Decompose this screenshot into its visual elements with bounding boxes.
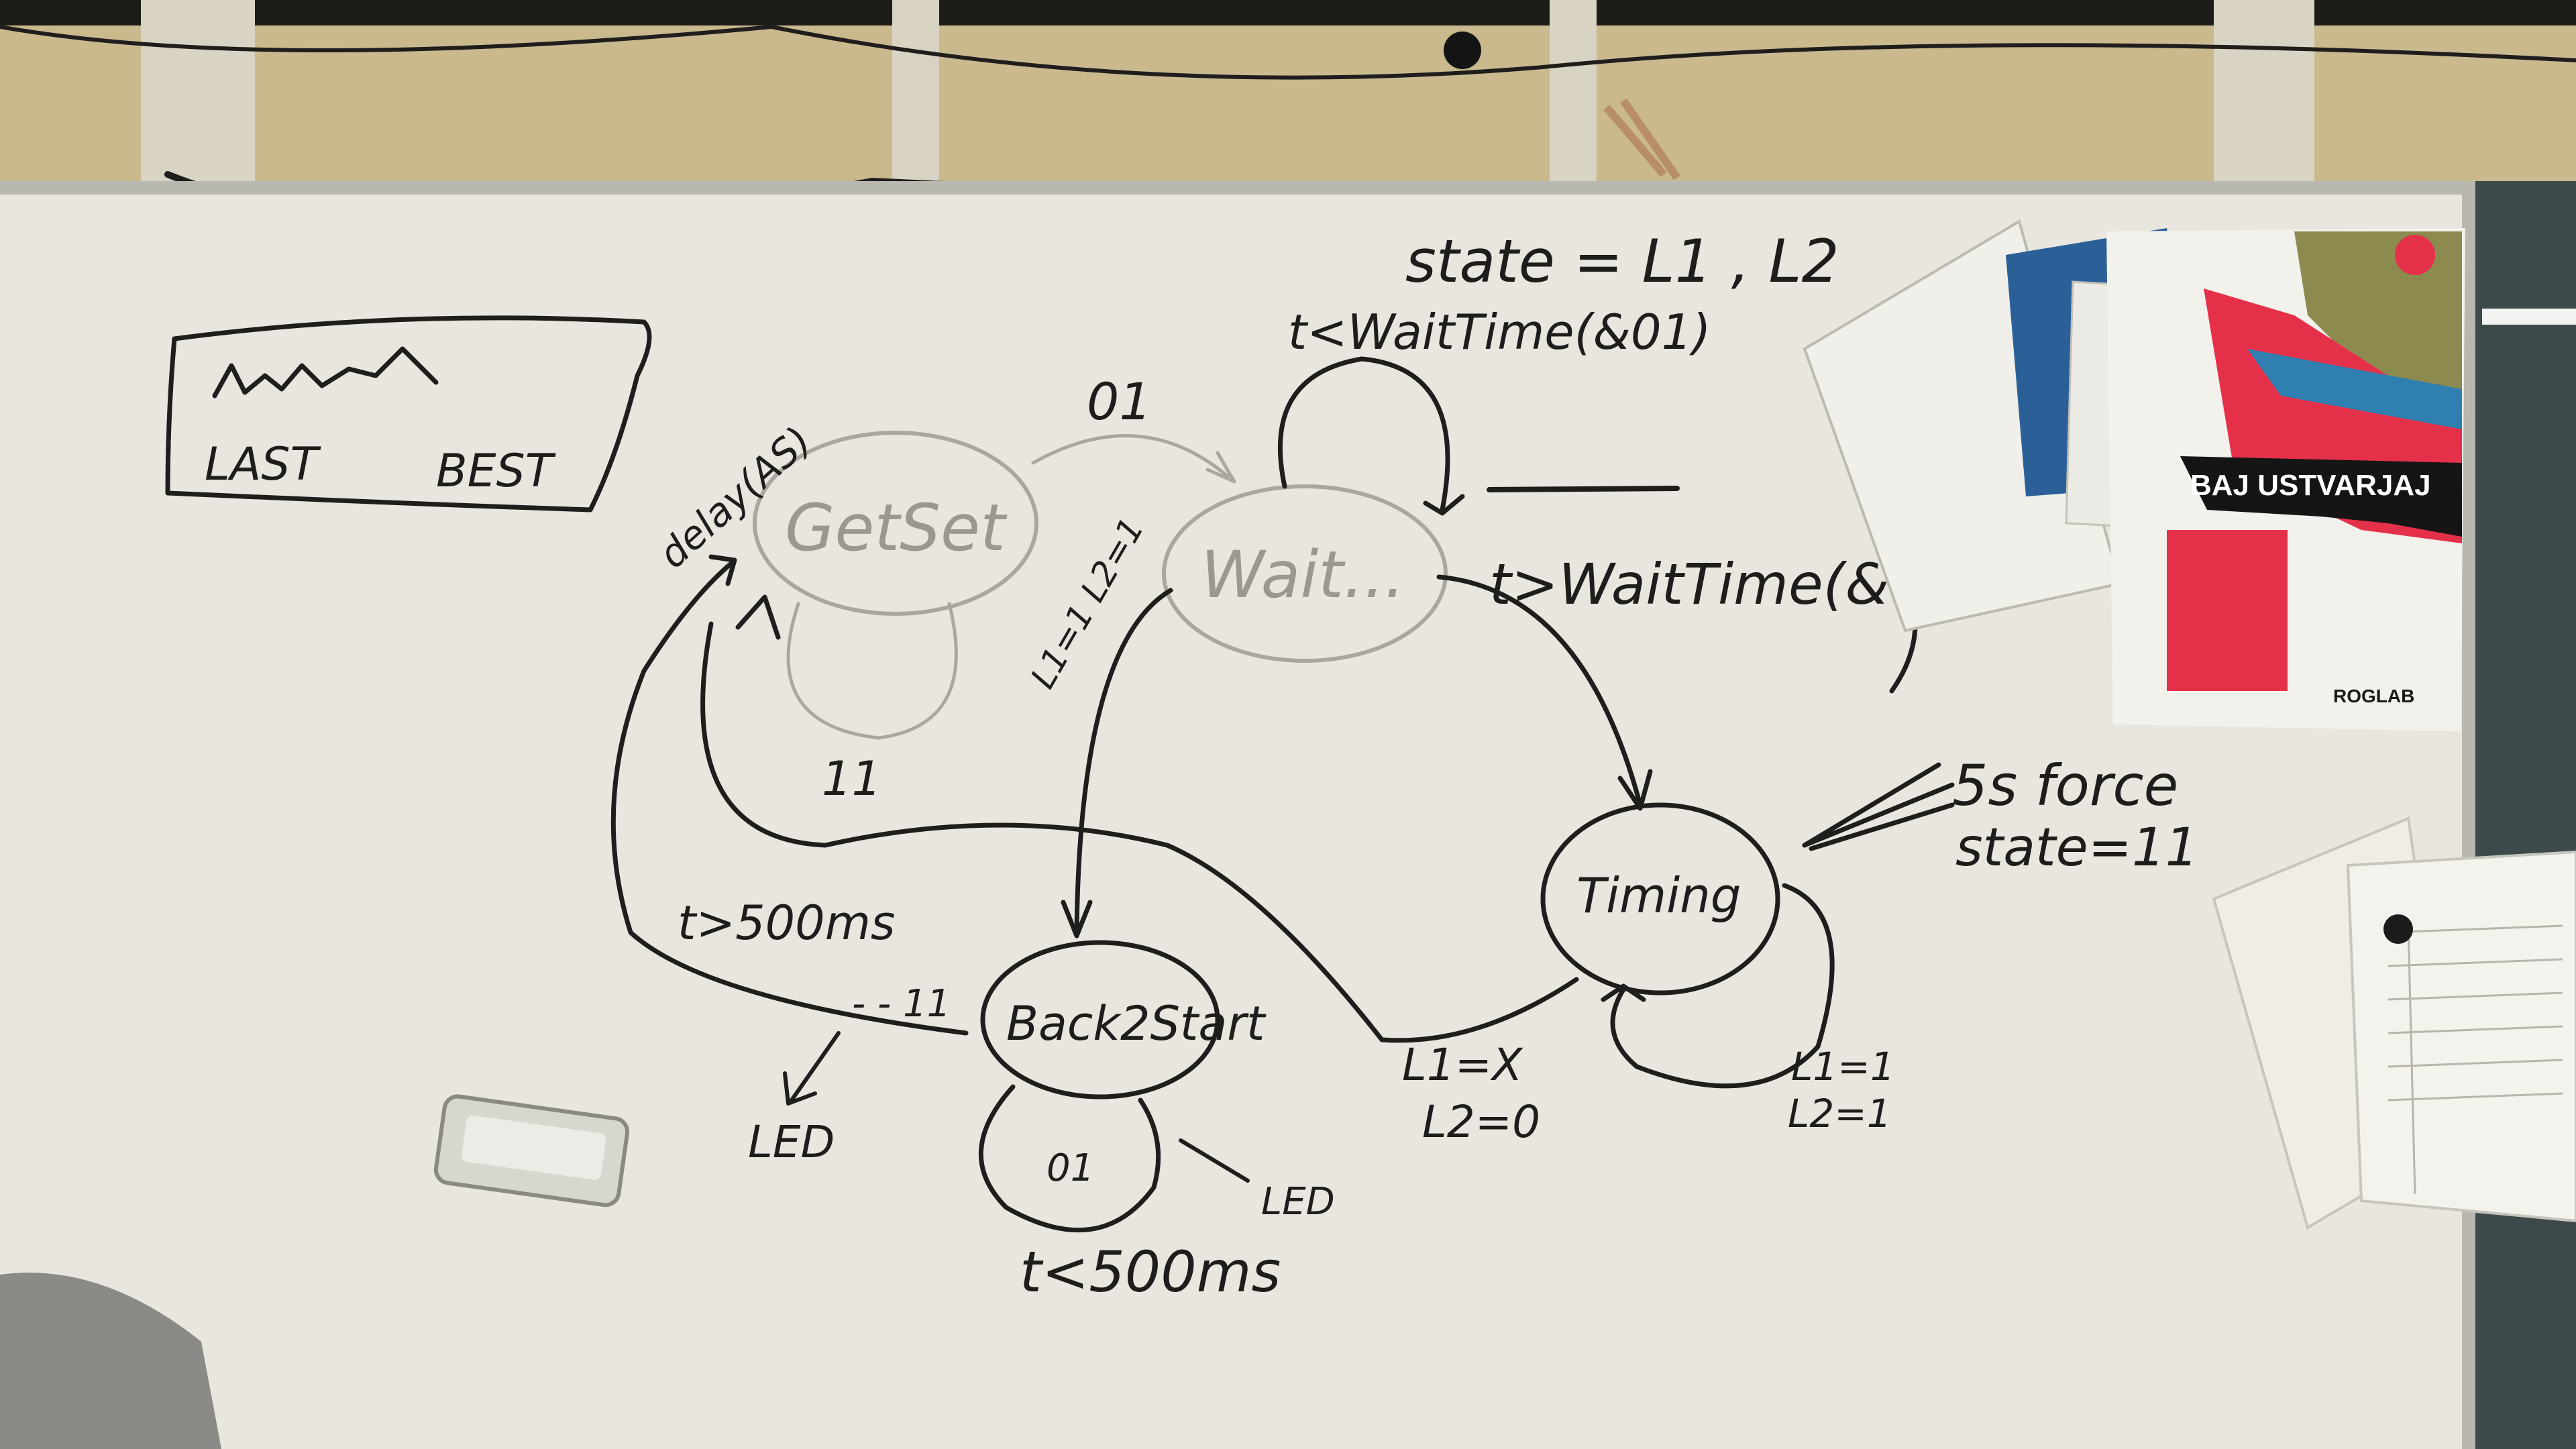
- poster-headline: BAJ USTVARJAJ: [2190, 469, 2431, 502]
- state-timing-label: Timing: [1576, 867, 1741, 924]
- timing-self-loop: [1610, 883, 1835, 1089]
- state-getset-label: GetSet: [785, 490, 1008, 566]
- back2start-11-label: - - 11: [852, 982, 951, 1026]
- score-last-label: LAST: [205, 438, 321, 491]
- score-best-label: BEST: [436, 445, 556, 498]
- light-fixture: [2482, 309, 2576, 325]
- fabric-corner: [0, 1273, 221, 1449]
- paper-sheets: [2212, 816, 2576, 1230]
- back2start-led2-label: LED: [1261, 1180, 1335, 1224]
- force-line2: state=11: [1955, 818, 2198, 878]
- room-right: [2475, 181, 2576, 1449]
- score-scribble: [212, 346, 439, 398]
- top-magnet: [1444, 32, 1481, 69]
- force-line1: 5s force: [1952, 753, 2178, 818]
- state-back2start: Back2Start: [980, 940, 1267, 1099]
- wall-post-3: [1550, 0, 1597, 201]
- ceiling-beam: [0, 0, 2576, 25]
- state-timing: Timing: [1540, 802, 1780, 996]
- roglab-poster: BAJ USTVARJAJ ROGLAB: [2106, 228, 2465, 731]
- wait-self-loop: [1277, 356, 1450, 513]
- state-back2start-label: Back2Start: [1006, 996, 1267, 1051]
- force-arrow: [1802, 762, 1955, 851]
- timing-self-l2-label: L2=1: [1788, 1091, 1892, 1136]
- getset-wait-label: 01: [1087, 372, 1152, 431]
- wall-post-4: [2214, 0, 2314, 201]
- wall: [0, 0, 2576, 201]
- back2start-self-loop: [979, 1084, 1161, 1233]
- board-eraser: [433, 1094, 630, 1208]
- wait-underline: [1487, 486, 1680, 492]
- getset-self-label: 11: [822, 751, 881, 806]
- wait-self-label: t<WaitTime(&01): [1288, 304, 1711, 360]
- back2start-led-label: LED: [748, 1116, 835, 1168]
- state-wait-label: Wait...: [1201, 537, 1405, 612]
- back2start-getset-label: t>500ms: [678, 896, 895, 951]
- wall-post-2: [892, 0, 939, 201]
- score-box: LAST BEST: [165, 315, 652, 513]
- state-wait: Wait...: [1162, 484, 1448, 663]
- getset-self-loop: [786, 602, 958, 740]
- wall-post-1: [141, 0, 255, 201]
- string-lights: [0, 25, 2576, 80]
- arrow-timing-getset: [700, 621, 1579, 1043]
- black-magnet: [2383, 914, 2413, 944]
- clothespin: [1603, 98, 1680, 180]
- back2start-self-cond-label: t<500ms: [1020, 1239, 1281, 1305]
- arrow-getset-wait: [1031, 434, 1230, 478]
- poster-brand: ROGLAB: [2333, 686, 2414, 706]
- state-getset: GetSet: [753, 431, 1038, 616]
- back2start-self-label: 01: [1046, 1146, 1094, 1190]
- state-header: state = L1 , L2: [1405, 227, 1839, 296]
- timing-self-l1-label: L1=1: [1791, 1044, 1895, 1089]
- timing-l1-label: L1=X: [1402, 1039, 1523, 1091]
- timing-l2-label: L2=0: [1422, 1096, 1540, 1148]
- arrow-back2start-getset: [610, 561, 969, 1036]
- arrow-wait-back2start: [1074, 588, 1173, 935]
- arrow-wait-timing: [1436, 574, 1643, 808]
